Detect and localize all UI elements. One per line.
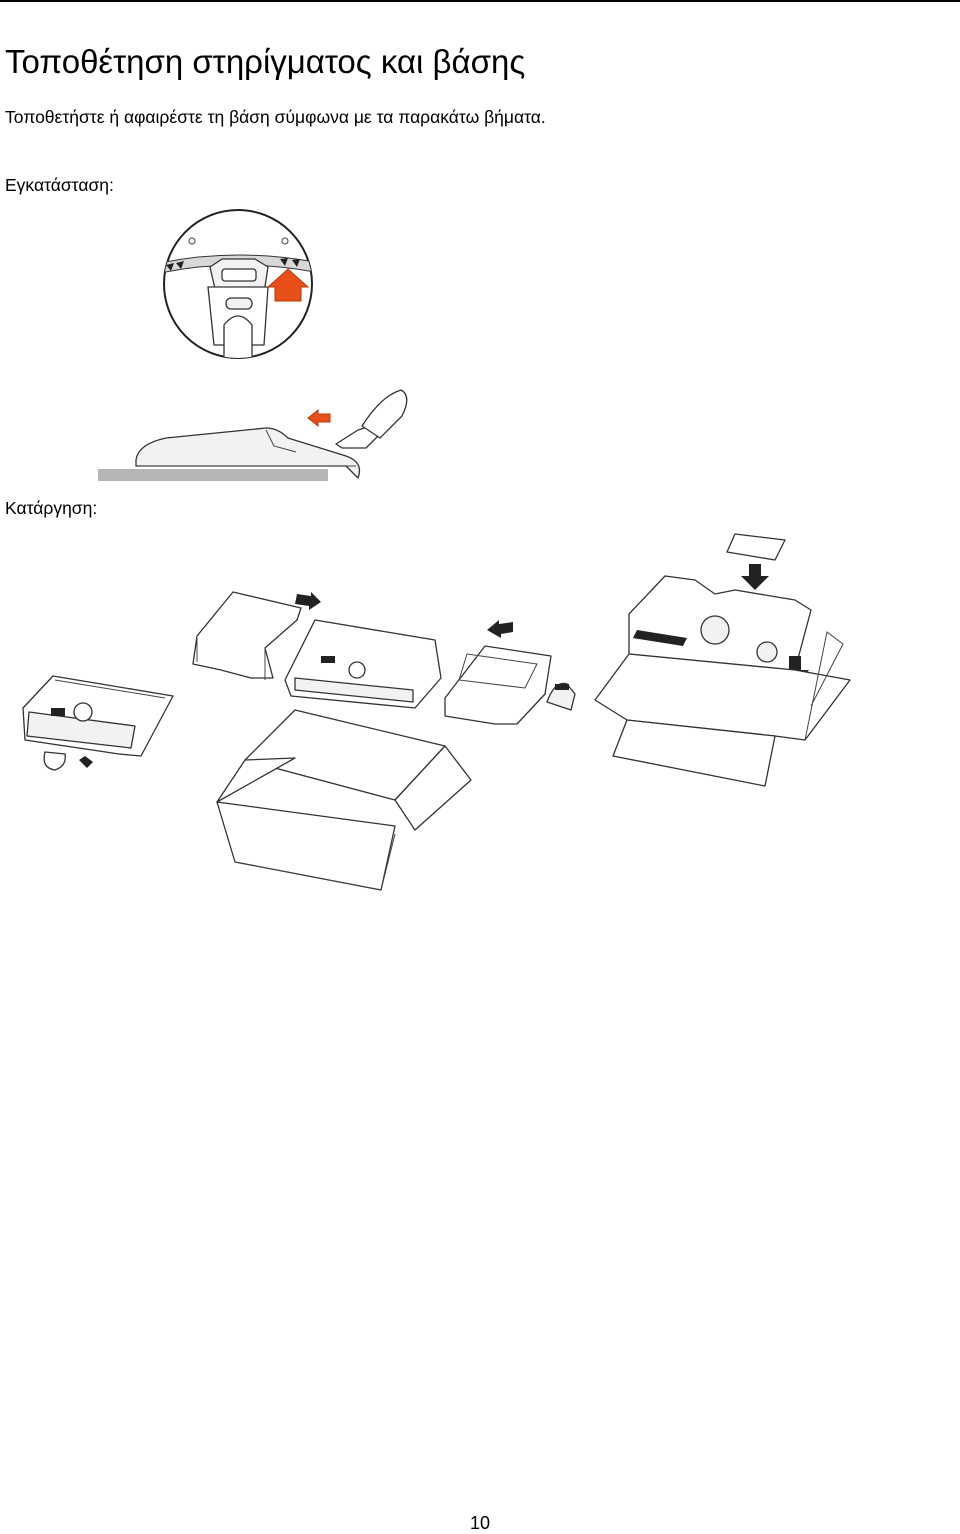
- page-number: 10: [469, 1513, 491, 1533]
- top-rule: [0, 0, 960, 2]
- remove-label: Κατάργηση:: [5, 498, 98, 518]
- page-title: Τοποθέτηση στηρίγματος και βάσης: [5, 43, 526, 80]
- intro-text: Τοποθετήστε ή αφαιρέστε τη βάση σύμφωνα …: [5, 107, 546, 127]
- foam-piece-left: [192, 591, 302, 680]
- packed-box: [594, 533, 851, 787]
- open-box-left: [216, 709, 472, 891]
- install-side-illustration: [98, 389, 408, 481]
- monitor-in-foam: [284, 619, 442, 709]
- install-label: Εγκατάσταση:: [5, 175, 114, 195]
- install-closeup-illustration: [163, 209, 313, 359]
- foam-piece-right: [444, 645, 552, 725]
- monitor-with-stand: [22, 675, 174, 771]
- stand-parts: [546, 682, 576, 711]
- removal-sequence-illustration: [22, 533, 851, 891]
